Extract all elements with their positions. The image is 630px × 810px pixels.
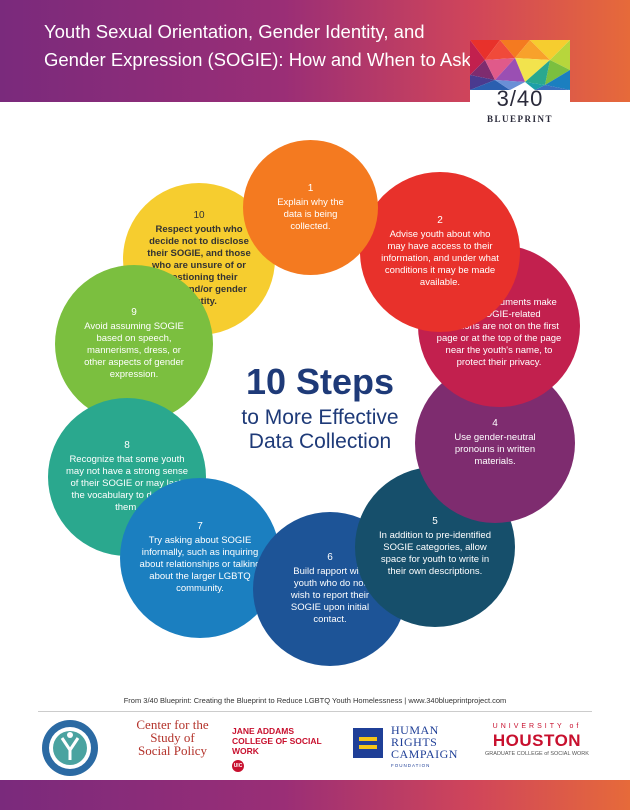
title-line-2: Gender Expression (SOGIE): How and When … [44, 49, 471, 70]
step-text: Use gender-neutral pronouns in written m… [454, 432, 536, 467]
step-circle-9: 9 Avoid assuming SOGIE based on speech, … [55, 265, 213, 423]
step-text: Advise youth about who may have access t… [381, 229, 499, 288]
uh-college: GRADUATE COLLEGE of SOCIAL WORK [485, 751, 589, 757]
seal-logo [40, 718, 100, 778]
uh-logo: UNIVERSITY of HOUSTON GRADUATE COLLEGE o… [473, 722, 601, 758]
subtitle-line-2: Data Collection [248, 430, 392, 453]
step-number: 7 [197, 521, 203, 532]
uh-top-text: UNIVERSITY of [492, 723, 582, 730]
step-number: 5 [432, 516, 438, 527]
seal-icon [42, 720, 98, 776]
page-title: Youth Sexual Orientation, Gender Identit… [44, 18, 474, 74]
step-text: Recognize that some youth may not have a… [66, 454, 188, 513]
step-number: 1 [307, 182, 314, 194]
step-circle-7: 7 Try asking about SOGIE informally, suc… [120, 478, 280, 638]
hrc-text: HUMAN RIGHTS CAMPAIGN FOUNDATION [391, 724, 471, 772]
step-number: 8 [124, 440, 130, 451]
hrc-logo: HUMAN RIGHTS CAMPAIGN FOUNDATION [353, 724, 463, 768]
center-subtitle: to More Effective Data Collection [190, 406, 450, 454]
source-citation: From 3/40 Blueprint: Creating the Bluepr… [123, 696, 507, 705]
uh-name: HOUSTON [492, 731, 582, 750]
center-title: 10 Steps [245, 361, 395, 402]
step-number: 4 [492, 418, 498, 429]
hrc-name: HUMAN RIGHTS CAMPAIGN [391, 723, 458, 761]
logo-blueprint-text: BLUEPRINT [486, 114, 553, 124]
step-text: In addition to pre-identified SOGIE cate… [379, 530, 491, 577]
step-text: Avoid assuming SOGIE based on speech, ma… [84, 321, 184, 380]
blueprint-logo: 3/40 BLUEPRINT [470, 40, 570, 130]
logo-number: 3/40 [496, 86, 544, 111]
uic-badge: UIC [232, 760, 244, 772]
subtitle-line-1: to More Effective [241, 406, 399, 429]
step-number: 9 [131, 307, 137, 318]
jane-addams-text: JANE ADDAMS COLLEGE OF SOCIAL WORK [232, 726, 322, 756]
step-text: Explain why the data is being collected. [277, 196, 344, 232]
step-text: Build rapport with youth who do not wish… [290, 566, 370, 625]
step-number: 2 [437, 215, 443, 226]
footer-banner [0, 780, 630, 810]
divider [38, 711, 592, 712]
title-line-1: Youth Sexual Orientation, Gender Identit… [44, 21, 425, 42]
cssp-logo: Center for the Study of Social Policy [136, 717, 209, 758]
step-circle-1: 1 Explain why the data is being collecte… [243, 140, 378, 275]
step-circle-2: 2 Advise youth about who may have access… [360, 172, 520, 332]
step-number: 6 [327, 552, 333, 563]
jane-addams-logo: JANE ADDAMS COLLEGE OF SOCIAL WORK UIC [232, 726, 327, 772]
hrc-equal-icon [353, 728, 383, 758]
hrc-foundation: FOUNDATION [391, 763, 431, 768]
step-number: 10 [193, 210, 205, 221]
step-text: Try asking about SOGIE informally, such … [139, 535, 261, 594]
mosaic-logo-art [470, 40, 570, 90]
